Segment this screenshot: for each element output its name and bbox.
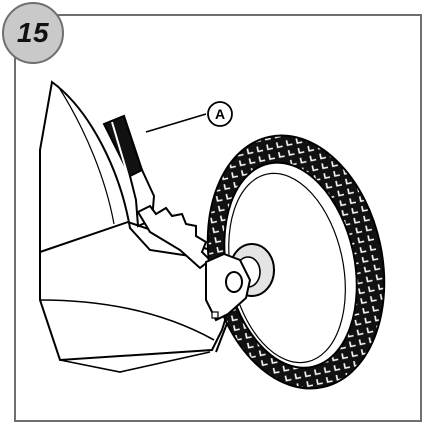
adjustment-sector <box>136 204 212 270</box>
figure-number: 15 <box>16 17 50 48</box>
callout-a-label: A <box>215 106 225 122</box>
mower-deck <box>39 80 238 373</box>
callout-a: A <box>145 101 233 133</box>
wheel-bracket <box>205 252 252 322</box>
figure-number-badge: 15 <box>2 2 64 64</box>
